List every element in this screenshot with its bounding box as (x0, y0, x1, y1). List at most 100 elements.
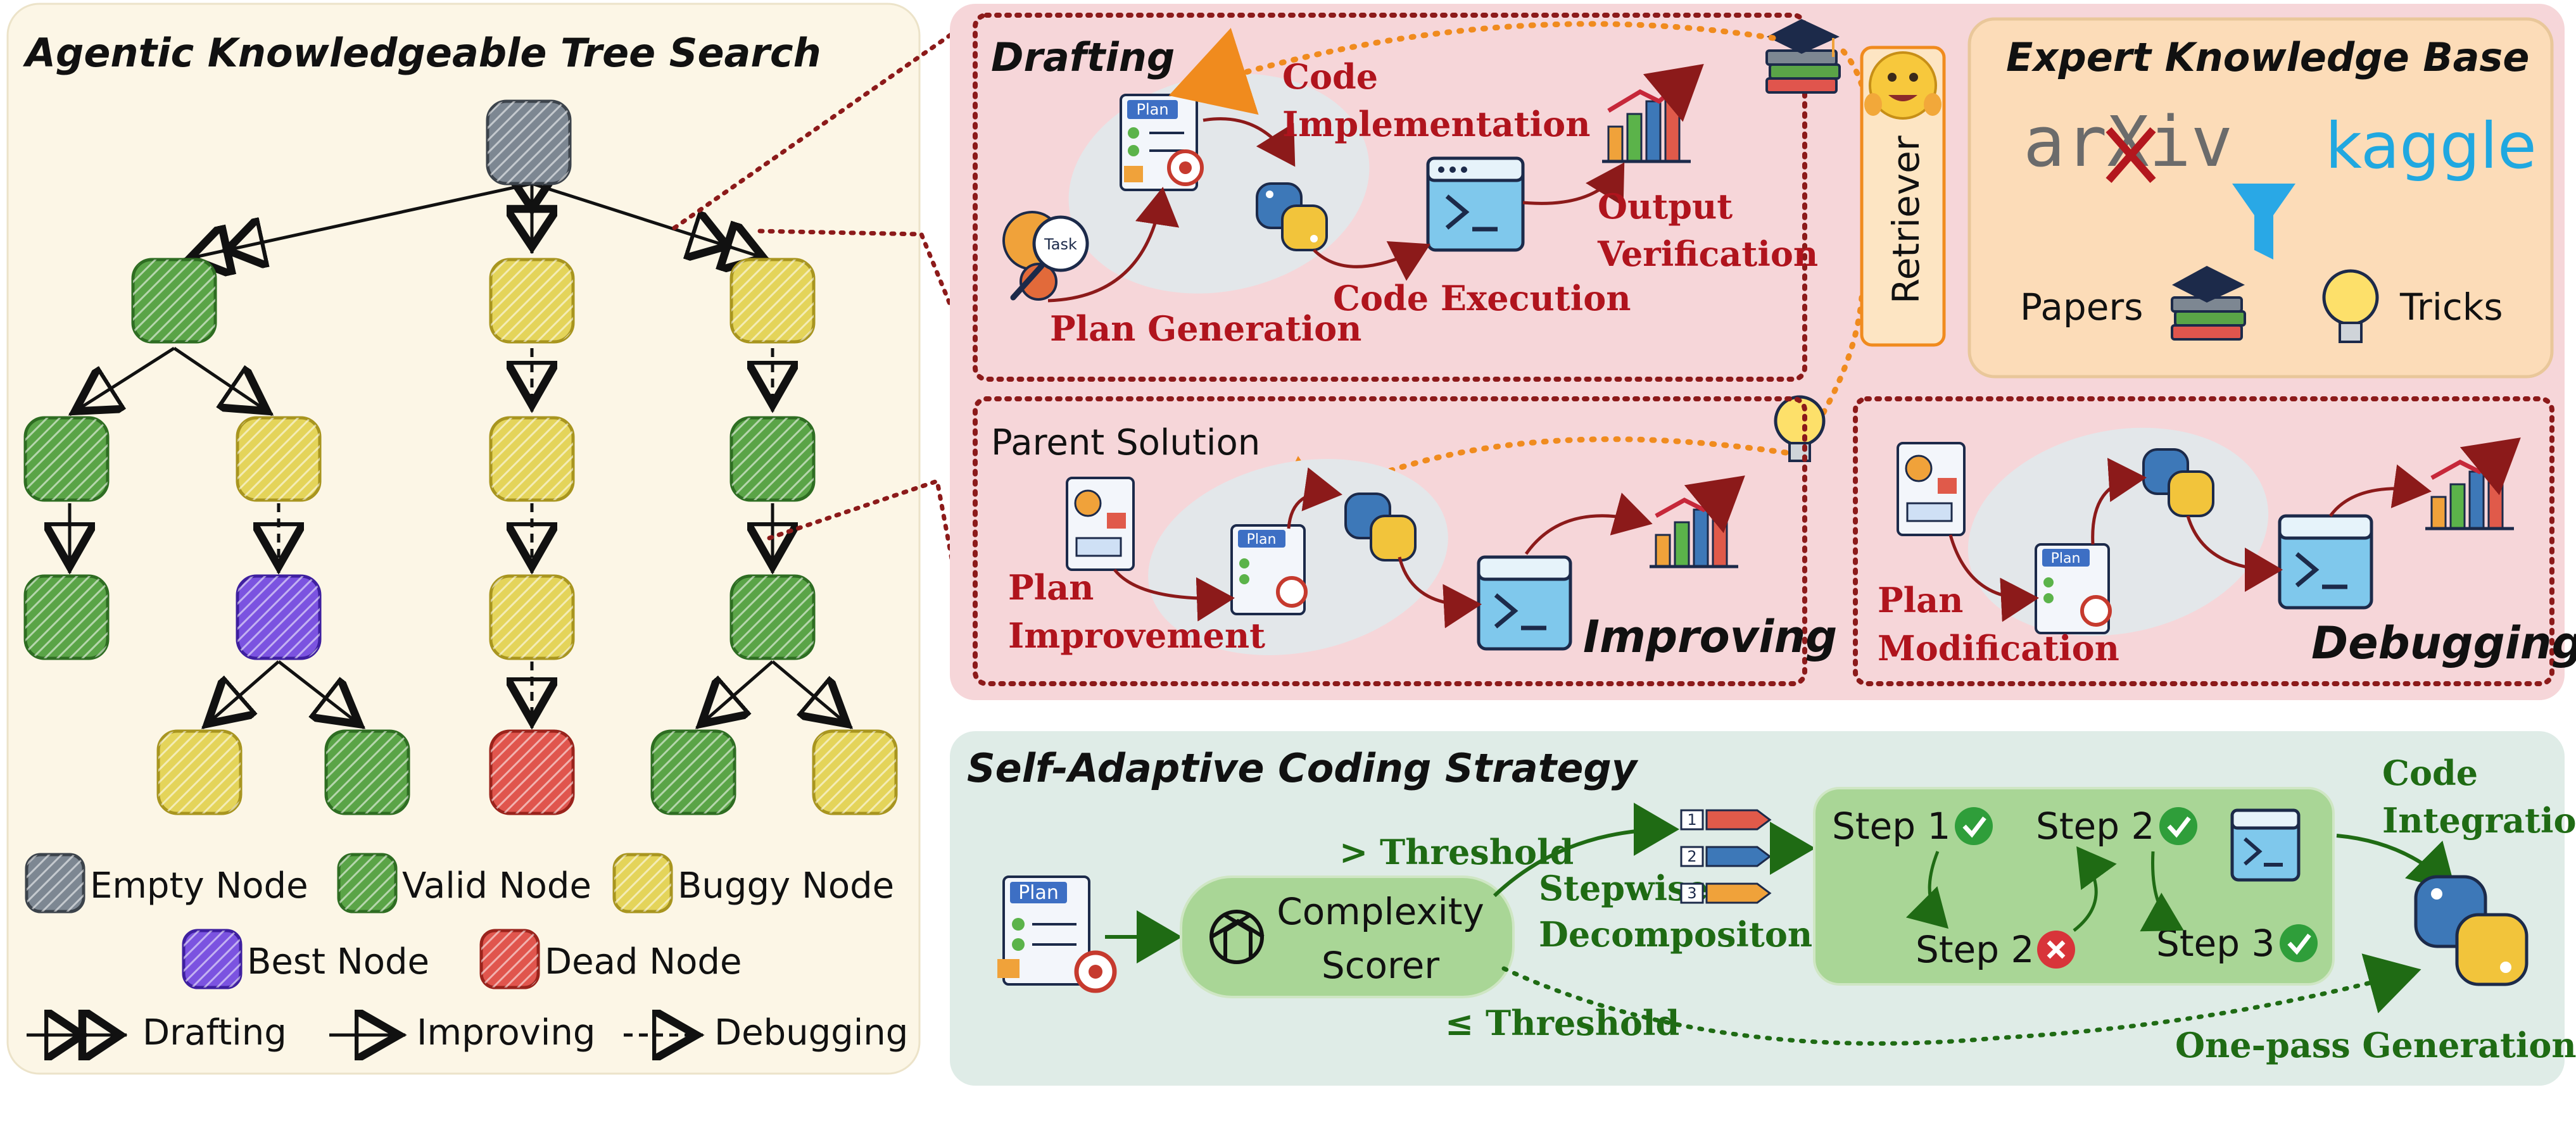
code-impl-line2: Implementation (1282, 104, 1590, 144)
terminal-icon (2278, 514, 2373, 610)
plan-doc-label: Plan (1136, 101, 1168, 118)
agent-actions-panel: Drafting Plan (950, 4, 2576, 700)
kaggle-logo: kaggle (2325, 109, 2537, 183)
step3-label: Step 3 (2156, 922, 2275, 965)
parent-solution-label: Parent Solution (991, 422, 1260, 463)
arxiv-logo: arXiv (2023, 101, 2233, 182)
plan-doc-icon: Plan (1230, 524, 1308, 615)
legend-valid-label: Valid Node (402, 865, 591, 907)
check-icon (2159, 807, 2197, 845)
above-threshold-label: > Threshold (1339, 832, 1574, 872)
node-buggy (236, 416, 322, 502)
legend-best-label: Best Node (247, 941, 429, 982)
node-valid (131, 258, 217, 344)
legend-drafting-label: Drafting (142, 1012, 287, 1053)
kb-tricks-label: Tricks (2399, 286, 2503, 329)
list-num-3: 3 (1687, 884, 1696, 902)
step2b-label: Step 2 (1916, 928, 2034, 971)
node-buggy (489, 574, 575, 660)
plan-generation-label: Plan Generation (1050, 308, 1361, 349)
node-dead (489, 729, 575, 815)
output-verif-line1: Output (1598, 186, 1733, 227)
node-valid (729, 416, 816, 502)
check-icon (1955, 807, 1993, 845)
check-icon (2280, 924, 2318, 962)
growth-chart-icon (1602, 64, 1704, 163)
node-valid (324, 729, 410, 815)
python-icon (2414, 875, 2529, 986)
kb-papers-label: Papers (2020, 286, 2143, 329)
filter-funnel-icon (2232, 184, 2295, 260)
plan-doc-label: Plan (2051, 551, 2081, 567)
scorer-line1: Complexity (1277, 890, 1484, 933)
plan-improvement-line2: Improvement (1008, 615, 1265, 656)
code-execution-label: Code Execution (1333, 278, 1631, 318)
terminal-icon (1477, 555, 1572, 651)
stepwise-steps-box: Step 1 Step 2 Step 2 Step 3 (1813, 787, 2335, 986)
debugging-title: Debugging (2311, 617, 2576, 669)
task-badge-label: Task (1044, 235, 1077, 253)
tricks-lightbulb-icon (2322, 269, 2379, 343)
node-buggy (812, 729, 898, 815)
node-best (236, 574, 322, 660)
parent-doc-icon (1897, 442, 1966, 536)
plan-doc-label: Plan (1247, 532, 1277, 548)
debugging-box: Plan (1853, 396, 2576, 686)
node-valid (23, 416, 110, 502)
below-threshold-label: ≤ Threshold (1445, 1003, 1679, 1043)
plan-modification-line2: Modification (1878, 628, 2119, 668)
terminal-icon (2230, 808, 2301, 882)
node-buggy (489, 416, 575, 502)
growth-chart-icon (2425, 437, 2521, 530)
lightbulb-icon (1774, 395, 1826, 462)
task-gear-icon: Task (1002, 211, 1089, 301)
plan-modification-line1: Plan (1878, 580, 1963, 620)
cross-icon (2037, 931, 2075, 969)
code-integration-line1: Code (2382, 753, 2478, 793)
growth-chart-icon (1650, 475, 1745, 568)
tree-legend: Empty Node Valid Node Buggy Node Best No… (25, 853, 908, 1053)
plan-doc-label: Plan (1018, 882, 1059, 904)
coding-title: Self-Adaptive Coding Strategy (967, 745, 1639, 791)
plan-doc-icon: Plan (1120, 94, 1204, 191)
legend-improving-label: Improving (417, 1012, 595, 1053)
tree-search-title: Agentic Knowledgeable Tree Search (22, 30, 821, 76)
papers-books-icon (2171, 266, 2246, 341)
code-impl-line1: Code (1282, 56, 1378, 97)
plan-doc-icon: Plan (997, 875, 1117, 993)
code-integration-line2: Integration (2382, 800, 2576, 841)
node-root-empty (486, 99, 572, 185)
drafting-title: Drafting (991, 34, 1175, 80)
complexity-scorer-box: Complexity Scorer (1180, 875, 1515, 998)
step1-label: Step 1 (1832, 805, 1950, 848)
tree-nodes (23, 99, 898, 815)
stepwise-line1: Stepwise (1539, 868, 1708, 908)
node-valid (23, 574, 110, 660)
node-valid (650, 729, 736, 815)
stepwise-line2: Decompositon (1539, 914, 1812, 955)
hugging-face-icon (1864, 51, 1941, 120)
output-verif-line2: Verification (1597, 234, 1818, 274)
node-buggy (156, 729, 243, 815)
coding-strategy-panel: Self-Adaptive Coding Strategy Plan Compl… (950, 731, 2576, 1086)
one-pass-label: One-pass Generation (2175, 1025, 2576, 1065)
openai-icon (1209, 910, 1265, 964)
terminal-icon (1426, 156, 1525, 252)
node-valid (729, 574, 816, 660)
python-icon (2142, 448, 2214, 517)
scorer-line2: Scorer (1322, 944, 1439, 987)
node-buggy (489, 258, 575, 344)
legend-dead-label: Dead Node (545, 941, 742, 982)
arxiv-x-mark (2106, 127, 2156, 183)
numbered-list-icon: 1 2 3 (1680, 809, 1772, 904)
list-num-2: 2 (1687, 848, 1696, 865)
tree-search-panel: Agentic Knowledgeable Tree Search (6, 3, 921, 1075)
improving-box: Parent Solution Plan (973, 396, 1837, 686)
legend-empty-label: Empty Node (90, 865, 308, 907)
python-icon (1256, 182, 1328, 251)
knowledge-base-box: Expert Knowledge Base arXiv kaggle Paper… (1967, 17, 2554, 379)
python-icon (1344, 493, 1417, 562)
parent-doc-icon (1066, 477, 1135, 571)
step2a-label: Step 2 (2036, 805, 2154, 848)
improving-title: Improving (1583, 611, 1837, 663)
